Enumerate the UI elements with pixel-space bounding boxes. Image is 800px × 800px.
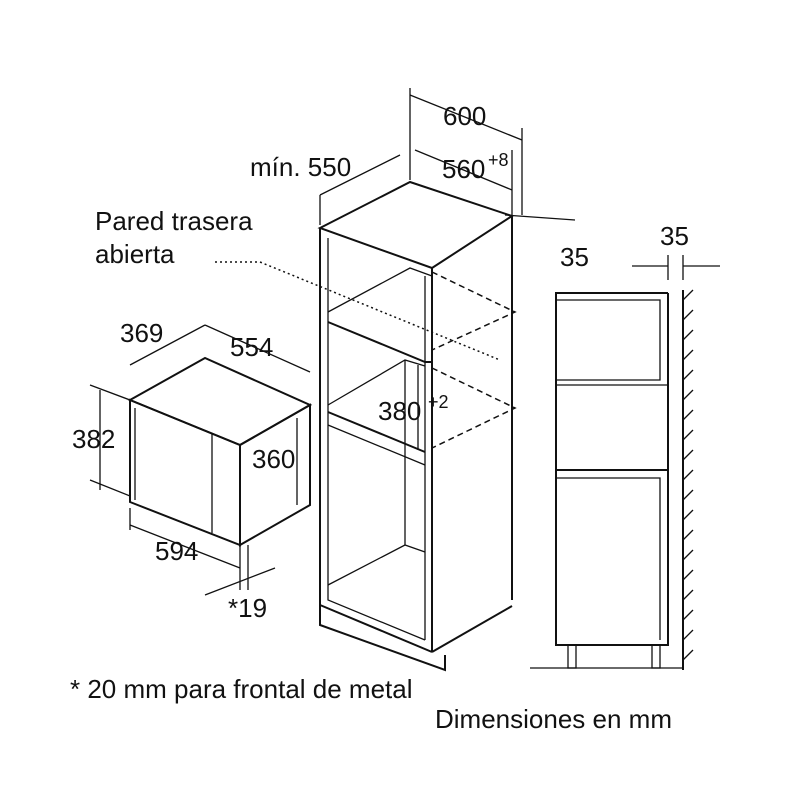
dim-niche-height: 380	[378, 396, 421, 426]
dim-appliance-height: 382	[72, 424, 115, 454]
dim-width-total: 600	[443, 101, 486, 131]
tall-cabinet	[215, 88, 576, 672]
footnote: * 20 mm para frontal de metal	[70, 674, 413, 704]
dim-wall-gap: 35	[660, 221, 689, 251]
microwave-appliance	[89, 324, 313, 596]
dim-depth-min: mín. 550	[250, 152, 351, 182]
dim-appliance-depth: 369	[120, 318, 163, 348]
dim-appliance-inner-height: 360	[252, 444, 295, 474]
dim-inner-width-tol: +8	[488, 150, 509, 170]
rear-wall-note-2: abierta	[95, 239, 175, 269]
dim-niche-height-tol: +2	[428, 392, 449, 412]
units-note: Dimensiones en mm	[435, 704, 672, 734]
side-view	[530, 255, 720, 670]
rear-wall-note: Pared trasera	[95, 206, 253, 236]
dim-appliance-width: 594	[155, 536, 198, 566]
dim-appliance-inner-width: 554	[230, 332, 273, 362]
dim-back-gap: 35	[560, 242, 589, 272]
dim-front-thickness: *19	[228, 593, 267, 623]
dim-inner-width: 560	[442, 154, 485, 184]
